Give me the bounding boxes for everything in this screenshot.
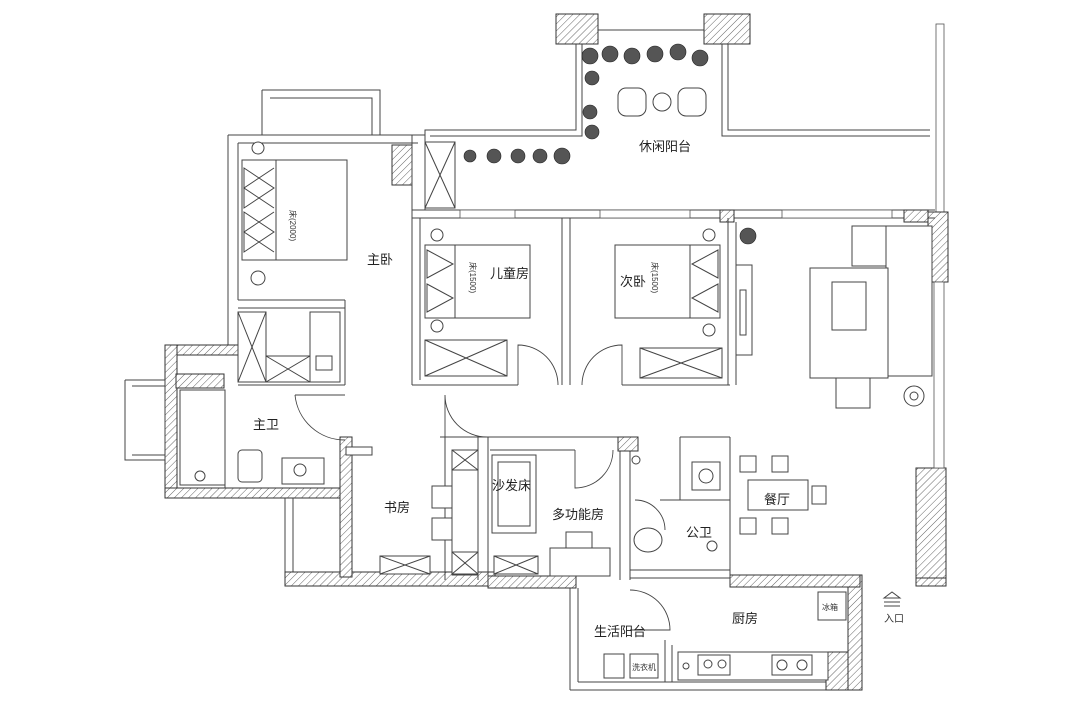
label-kitchen: 厨房 xyxy=(732,611,758,626)
multi-room-furniture xyxy=(491,454,611,577)
label-kids-room: 儿童房 xyxy=(490,266,529,281)
label-dining: 餐厅 xyxy=(764,492,790,507)
kids-bed: 床(1500) xyxy=(424,228,531,377)
balcony-plants xyxy=(463,43,709,165)
label-master-bath: 主卫 xyxy=(253,417,279,432)
label-leisure-balcony: 休闲阳台 xyxy=(639,139,691,154)
fridge-label: 冰箱 xyxy=(822,602,838,612)
second-bed: 床(1500) xyxy=(614,228,723,379)
outer-walls xyxy=(124,13,949,691)
doors xyxy=(294,344,671,631)
label-multi-room: 多功能房 xyxy=(552,507,604,522)
washer-label: 洗衣机 xyxy=(632,662,656,672)
kitchen-fixtures: 冰箱 洗衣机 xyxy=(603,591,847,681)
label-second-bedroom: 次卧 xyxy=(620,274,646,289)
label-study: 书房 xyxy=(384,500,410,515)
study-furniture xyxy=(379,449,479,576)
label-public-bath: 公卫 xyxy=(686,525,712,540)
label-master-bedroom: 主卧 xyxy=(367,252,393,267)
living-furniture xyxy=(735,225,933,409)
master-bed-label: 床(2000) xyxy=(288,210,298,241)
internal-walls xyxy=(224,135,935,682)
dining-table xyxy=(739,455,827,535)
public-bath-fixtures xyxy=(631,455,721,553)
room-labels: 休闲阳台 主卧 儿童房 次卧 主卫 书房 沙发床 多功能房 公卫 餐厅 厨房 生… xyxy=(253,139,904,639)
master-bath-fixtures xyxy=(179,389,325,486)
kids-bed-label: 床(1500) xyxy=(468,262,478,293)
master-bed: 床(2000) xyxy=(241,141,348,286)
second-bed-label: 床(1500) xyxy=(650,262,660,293)
label-entrance: 入口 xyxy=(884,614,904,625)
label-sofa-bed: 沙发床 xyxy=(492,478,531,493)
entrance-marker xyxy=(882,591,902,607)
label-service-balcony: 生活阳台 xyxy=(594,624,646,639)
